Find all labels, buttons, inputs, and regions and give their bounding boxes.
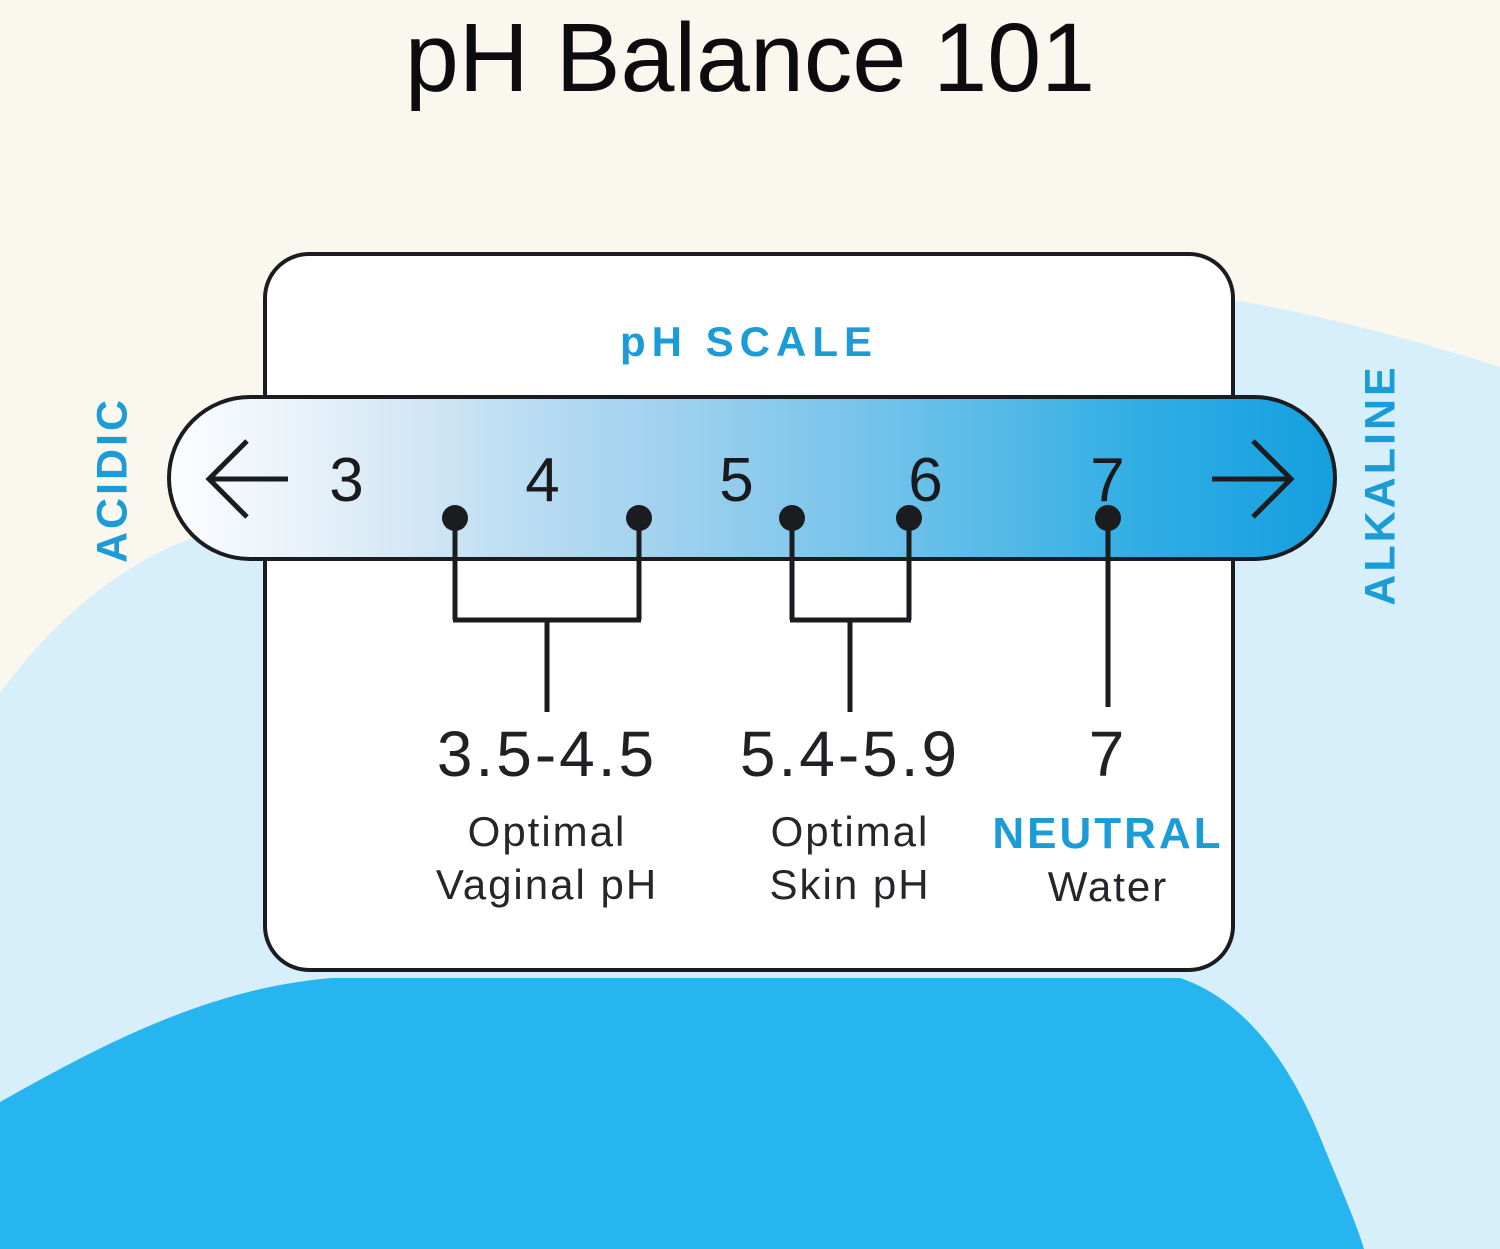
marker-line1: NEUTRAL xyxy=(992,809,1224,858)
marker-dot xyxy=(1095,505,1121,531)
skin-ph-bracket xyxy=(789,518,912,712)
marker-line2: Water xyxy=(1047,863,1169,911)
marker-line1: Optimal xyxy=(770,808,930,855)
alkaline-label: ALKALINE xyxy=(1356,364,1405,606)
marker-neutral: 7 NEUTRAL Water xyxy=(992,722,1223,914)
right-arrow-icon xyxy=(1212,439,1295,519)
page-title: pH Balance 101 xyxy=(404,3,1096,112)
scale-card: pH SCALE xyxy=(263,252,1235,972)
tick-3: 3 xyxy=(329,446,365,515)
marker-range: 5.4-5.9 xyxy=(739,718,961,790)
marker-dot xyxy=(779,505,805,531)
ph-scale-bar xyxy=(167,395,1337,561)
tick-4: 4 xyxy=(525,446,561,515)
marker-vaginal-ph: 3.5-4.5 Optimal Vaginal pH xyxy=(436,722,658,912)
marker-dot xyxy=(442,505,468,531)
vivid-blue-wave-blob xyxy=(0,978,1364,1249)
marker-dot xyxy=(896,505,922,531)
vaginal-ph-bracket xyxy=(452,518,642,712)
acidic-label: ACIDIC xyxy=(88,396,137,564)
marker-line1: Optimal xyxy=(467,808,627,855)
tick-6: 6 xyxy=(908,446,944,515)
scale-heading: pH SCALE xyxy=(620,318,878,365)
tick-5: 5 xyxy=(719,446,755,515)
left-arrow-icon xyxy=(205,439,288,519)
marker-range: 7 xyxy=(1088,718,1128,790)
marker-line2: Vaginal pH xyxy=(435,860,659,908)
tick-7: 7 xyxy=(1090,446,1126,515)
marker-dot xyxy=(626,505,652,531)
marker-skin-ph: 5.4-5.9 Optimal Skin pH xyxy=(740,722,960,912)
marker-range: 3.5-4.5 xyxy=(436,718,658,790)
marker-line2: Skin pH xyxy=(769,860,931,908)
